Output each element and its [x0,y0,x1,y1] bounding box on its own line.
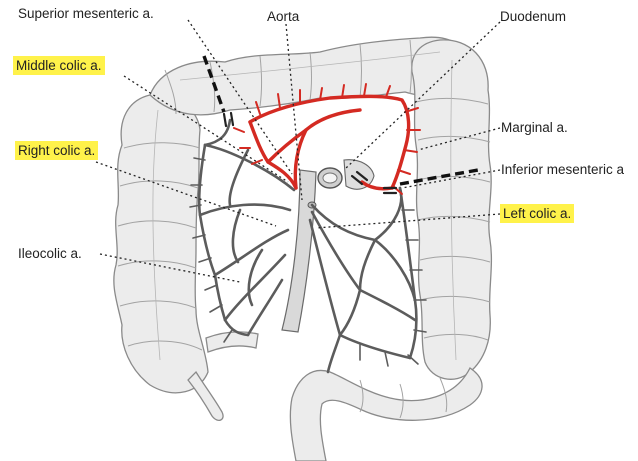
ligature-mark [222,111,398,195]
leader-ileocolic [99,253,241,283]
label-inferior-mesenteric: Inferior mesenteric a [501,162,625,177]
label-superior-mesenteric: Superior mesenteric a. [18,6,154,21]
label-ileocolic: Ileocolic a. [18,246,82,261]
colon [113,36,493,461]
leader-lines [95,19,501,283]
leader-left-colic [315,213,501,229]
haustra [117,39,491,419]
ligation-indicators [202,55,479,186]
label-aorta: Aorta [267,9,300,24]
leader-duodenum [345,21,501,169]
leader-marginal [417,127,501,151]
vasa-recta [189,157,427,367]
appendix [187,370,224,421]
label-left-colic: Left colic a. [500,204,575,223]
arterial-arcades [197,118,418,374]
marginal-branches [233,83,421,195]
label-duodenum: Duodenum [500,9,567,24]
descending-colon [411,39,493,380]
ascending-colon [113,94,209,394]
label-marginal: Marginal a. [501,120,568,135]
aorta [281,169,317,333]
sigmoid-colon [289,367,483,461]
leader-right-colic [95,161,277,227]
leader-inferior-mesenteric [401,169,501,189]
label-right-colic: Right colic a. [15,141,99,160]
middle-colic-artery [248,94,411,191]
label-middle-colic: Middle colic a. [13,56,105,75]
leader-superior-mesenteric [187,19,293,175]
terminal-ileum [205,331,259,353]
